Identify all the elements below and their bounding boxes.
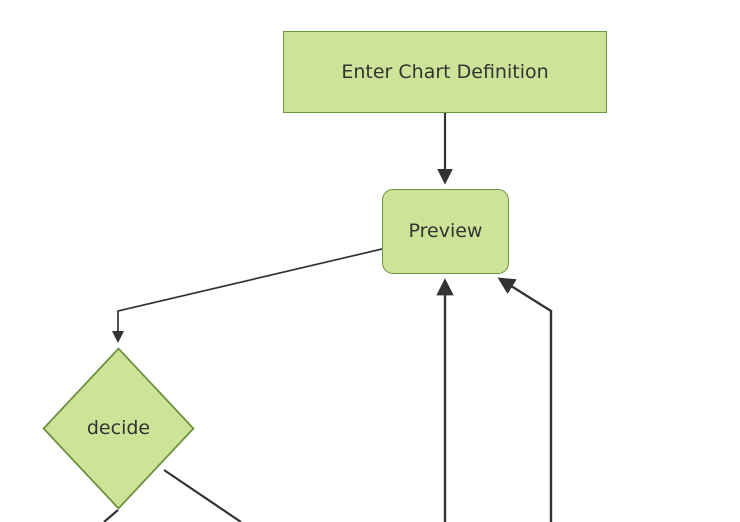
node-label-enter-chart-definition: Enter Chart Definition — [341, 60, 549, 83]
edge-bottom-right-to-preview — [497, 277, 553, 522]
edge-decide-bottom-out — [103, 509, 119, 522]
node-preview[interactable]: Preview — [382, 189, 509, 274]
node-enter-chart-definition[interactable]: Enter Chart Definition — [283, 31, 607, 113]
edge-decide-right-out — [163, 469, 242, 522]
diamond-shape — [42, 347, 195, 510]
edge-preview-to-decide — [111, 248, 383, 344]
node-label-decide: decide — [86, 417, 151, 439]
node-label-preview: Preview — [408, 220, 483, 242]
node-decide[interactable]: decide — [42, 347, 195, 510]
